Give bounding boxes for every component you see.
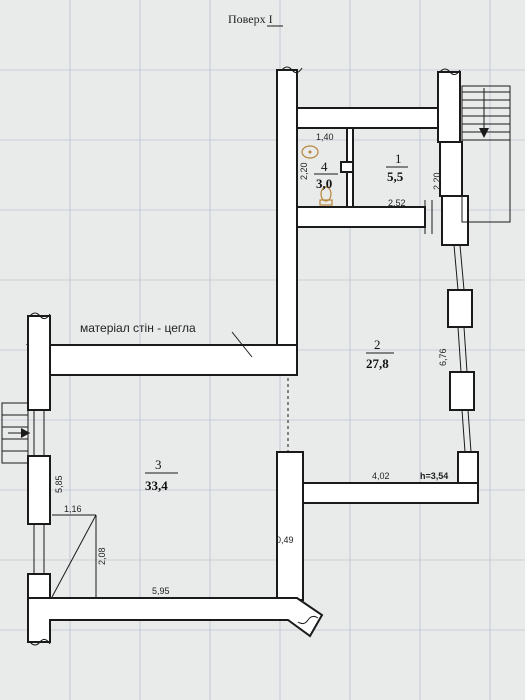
left-entrance-stairs	[1, 402, 30, 464]
wall-right-top	[439, 141, 463, 197]
svg-text:1: 1	[395, 151, 402, 166]
wc-fixtures	[301, 145, 333, 206]
svg-text:33,4: 33,4	[145, 478, 168, 493]
break-marks	[29, 66, 461, 646]
wall-right-pier-2	[447, 289, 473, 328]
wall-left-mid	[27, 455, 51, 525]
dim-height: h=3,54	[420, 471, 448, 481]
dim-2-52: 2,52	[388, 198, 406, 208]
wall-room2-bottom	[296, 482, 479, 504]
toilet-icon	[320, 186, 332, 202]
room-1-label: 1 5,5	[386, 151, 408, 184]
dim-0-49: 0,49	[276, 535, 294, 545]
dim-2-20-room1: 2,20	[432, 172, 442, 190]
wall-right-pier-1	[441, 195, 469, 246]
wall-right-pier-3	[449, 371, 475, 411]
svg-text:5,5: 5,5	[387, 169, 404, 184]
wall-top-right-stub	[437, 71, 461, 143]
dim-4-02: 4,02	[372, 471, 390, 481]
left-openings	[33, 410, 45, 574]
right-windows	[453, 244, 472, 453]
wall-bottom	[27, 597, 324, 643]
room-3-label: 3 33,4	[145, 457, 178, 493]
room-4-label: 4 3,0	[314, 159, 338, 191]
sink-icon	[301, 145, 319, 159]
dim-1-16: 1,16	[64, 504, 82, 514]
note-leader-line	[231, 331, 253, 358]
wall-material-note: матеріал стін - цегла	[80, 321, 196, 335]
wall-central-vertical	[276, 69, 298, 376]
wall-wc-partition-notch	[340, 161, 354, 173]
room-2-label: 2 27,8	[366, 337, 394, 371]
dim-5-95: 5,95	[152, 586, 170, 596]
room3-corner-fixture	[51, 514, 97, 598]
dim-6-76: 6,76	[438, 348, 448, 366]
right-entrance-stairs	[461, 85, 511, 223]
wall-wc-bottom	[296, 206, 426, 228]
dim-5-85: 5,85	[54, 475, 64, 493]
svg-text:3,0: 3,0	[316, 176, 332, 191]
svg-text:4: 4	[321, 159, 328, 174]
wall-left-top	[27, 315, 51, 411]
dim-2-08: 2,08	[97, 547, 107, 565]
wall-step-vertical	[276, 451, 304, 601]
door-room1	[424, 200, 433, 234]
wall-room3-top	[26, 344, 298, 376]
dim-1-40: 1,40	[316, 132, 334, 142]
dim-2-20-wc: 2,20	[299, 162, 309, 180]
svg-text:3: 3	[155, 457, 162, 472]
floor-title: Поверх I	[228, 12, 273, 26]
walls	[26, 69, 479, 643]
svg-text:27,8: 27,8	[366, 356, 389, 371]
svg-text:2: 2	[374, 337, 381, 352]
